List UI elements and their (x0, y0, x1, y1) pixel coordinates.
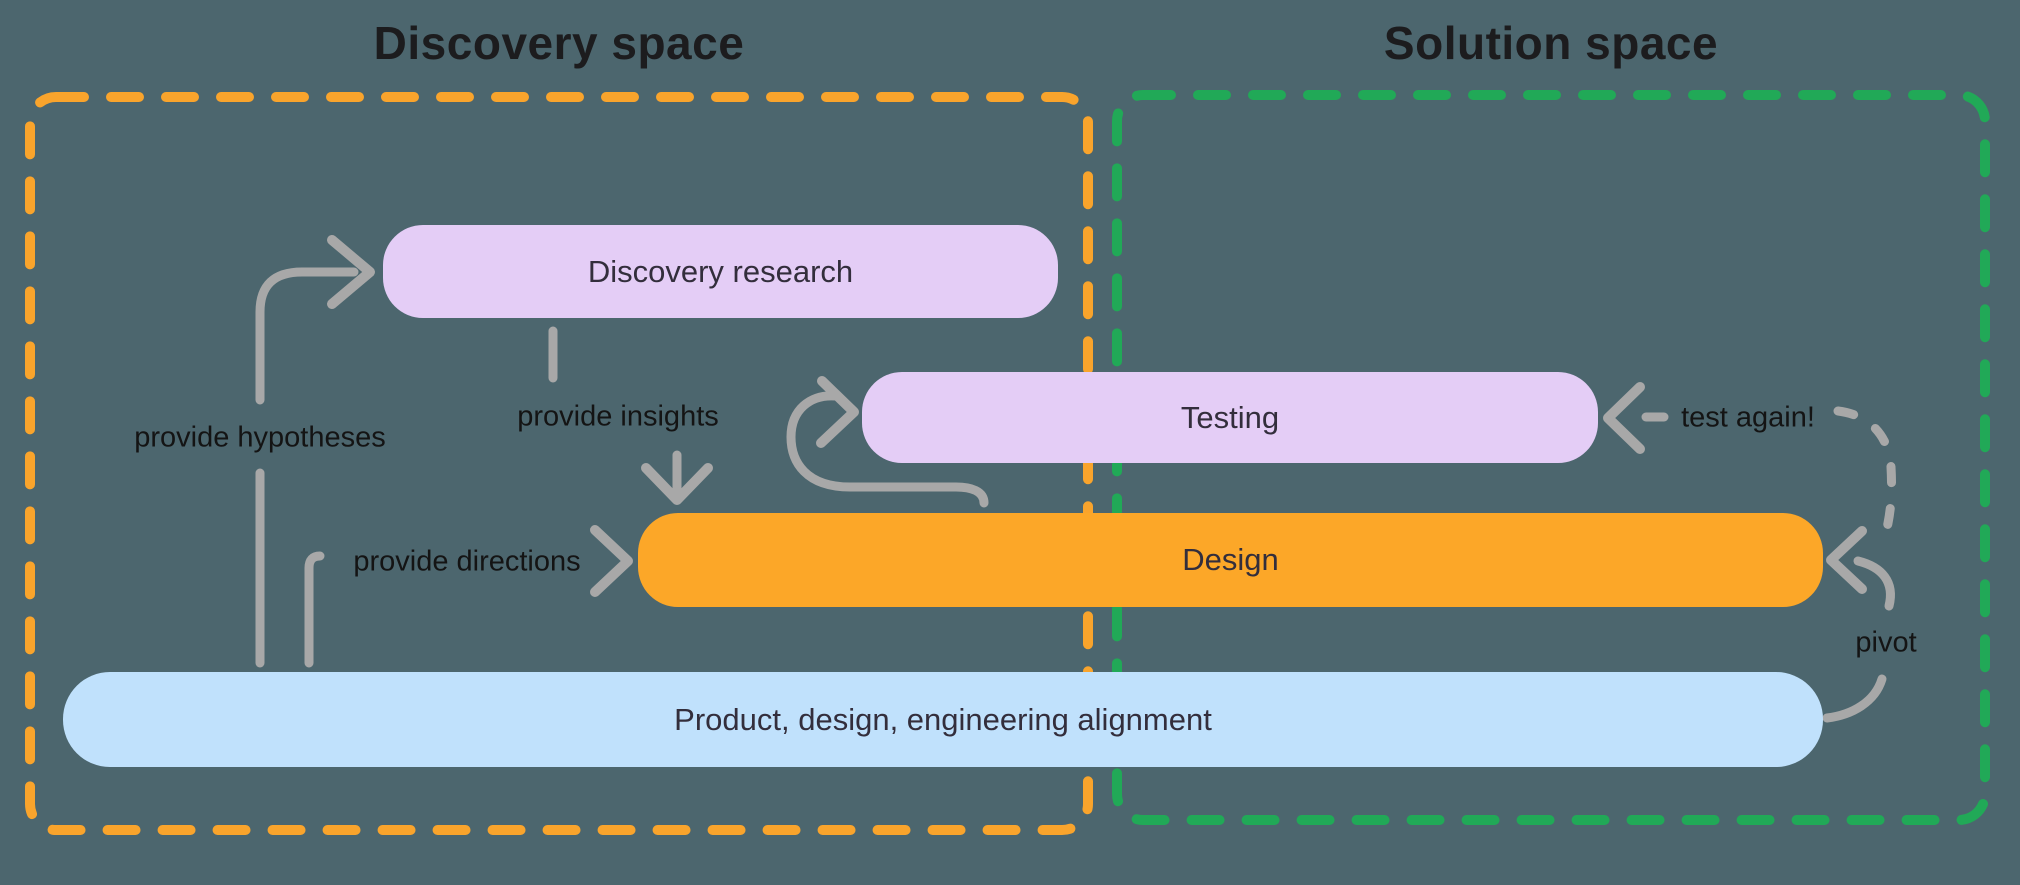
node-discovery-research: Discovery research (383, 225, 1058, 318)
design-to-testing-loop-arrow (786, 376, 989, 508)
edge-label-pivot: pivot (1855, 626, 1917, 659)
provide-insights-arrow (548, 326, 713, 505)
edge-label-provide-directions: provide directions (353, 545, 581, 578)
solution-space-title: Solution space (1383, 17, 1719, 69)
provide-hypotheses-arrow (255, 235, 375, 668)
discovery-space-border (25, 92, 1093, 835)
edge-label-test-again: test again! (1681, 401, 1815, 434)
node-design: Design (638, 513, 1823, 607)
pivot-arrow (1822, 526, 1895, 723)
provide-directions-arrow (304, 525, 633, 668)
edge-label-provide-hypotheses: provide hypotheses (134, 421, 386, 454)
edge-label-provide-insights: provide insights (517, 400, 719, 433)
discovery-space-title: Discovery space (373, 17, 745, 69)
node-testing: Testing (862, 372, 1598, 463)
test-again-arrow (1603, 382, 1896, 549)
node-alignment: Product, design, engineering alignment (63, 672, 1823, 767)
